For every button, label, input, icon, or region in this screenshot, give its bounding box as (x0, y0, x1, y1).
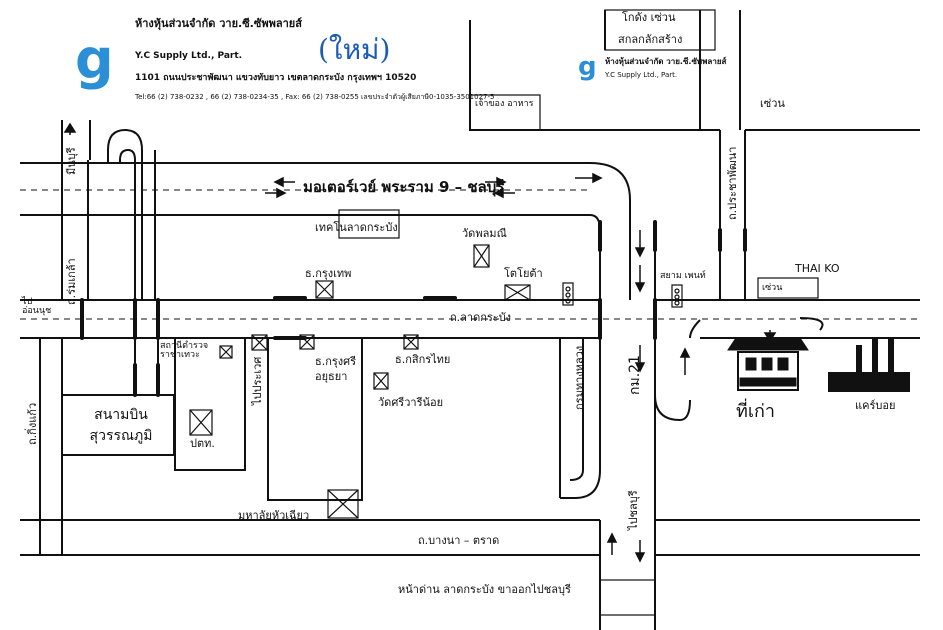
km21-label: กม.21 (627, 355, 643, 395)
ptt-label: ปตท. (190, 437, 215, 450)
highway-dept-label: กรมทางหลวง (573, 345, 586, 410)
company-logo: g (75, 28, 114, 91)
inset-label-seven: เซ่วน (760, 97, 785, 110)
prachapattana-road-label: ถ.ประชาพัฒนา (726, 146, 739, 220)
romklao-road-label: ถ.ร่มเกล้า (65, 258, 78, 305)
bkk-bank-label: ธ.กรุงเทพ (305, 267, 352, 280)
thai-ko-label: THAI KO (795, 262, 840, 275)
khing-kaew-label: ถ.กิ่งแก้ว (26, 402, 39, 445)
company-name-en: Y.C Supply Ltd., Part. (135, 51, 243, 61)
to-chonburi-label: ไปชลบุรี (627, 490, 640, 530)
toyota-label: โตโยต้า (504, 267, 543, 280)
krungsri-label: ธ.กรุงศรี อยุธยา (315, 355, 357, 384)
to-onnut-label: ไป อ่อนนุช (22, 297, 52, 316)
motorway-label: มอเตอร์เวย์ พระราม 9 – ชลบุรี (303, 178, 505, 196)
lat-krabang-road-label: ถ.ลาดกระบัง (450, 311, 512, 324)
company-name-th: ห้างหุ้นส่วนจำกัด วาย.ซี.ซัพพลายส์ (135, 17, 302, 30)
to-prawet-label: ไปประเวศ (251, 356, 264, 405)
kasikorn-label: ธ.กสิกรไทย (395, 353, 451, 366)
inset-label-warehouse: โกดัง เซ่วน (622, 11, 676, 24)
inset-company-en: Y.C Supply Ltd., Part. (605, 71, 678, 79)
toll-gate-label: หน้าด่าน ลาดกระบัง ขาออกไปชลบุรี (398, 583, 571, 596)
wat-phlom-label: วัดพลมณี (462, 227, 507, 240)
bangna-trat-label: ถ.บางนา – ตราด (418, 534, 500, 547)
camp-label: แคร์บอย (855, 399, 896, 412)
company-contact: Tel:66 (2) 738-0232 , 66 (2) 738-0234-35… (135, 93, 495, 101)
new-location-note: (ใหม่) (318, 33, 391, 66)
inset-logo: g (578, 52, 597, 82)
airport-label: สนามบิน สุวรรณภูมิ (89, 407, 153, 444)
police-station-label: สถานีตำรวจ ราชาเทวะ (160, 341, 209, 360)
seven-eleven-label: เซ่วน (762, 283, 783, 293)
inset-label-food: เจ้าของ อาหาร (475, 99, 534, 109)
old-location-label: ที่เก่า (736, 401, 776, 422)
wat-sriwari-label: วัดศรีวารีน้อย (378, 396, 444, 409)
company-address: 1101 ถนนประชาพัฒนา แขวงทับยาว เขตลาดกระบ… (135, 73, 417, 83)
hua-chiew-label: มหาลัยหัวเฉียว (238, 509, 310, 522)
minburi-label: มีนบุรี (65, 147, 78, 175)
tech-label: เทคโนลาดกระบัง (315, 221, 398, 234)
inset-company-th: ห้างหุ้นส่วนจำกัด วาย.ซี.ซัพพลายส์ (605, 57, 727, 66)
inset-label-construction: สกลกลักสร้าง (618, 33, 683, 46)
siam-paint-label: สยาม เพนท์ (660, 271, 706, 281)
